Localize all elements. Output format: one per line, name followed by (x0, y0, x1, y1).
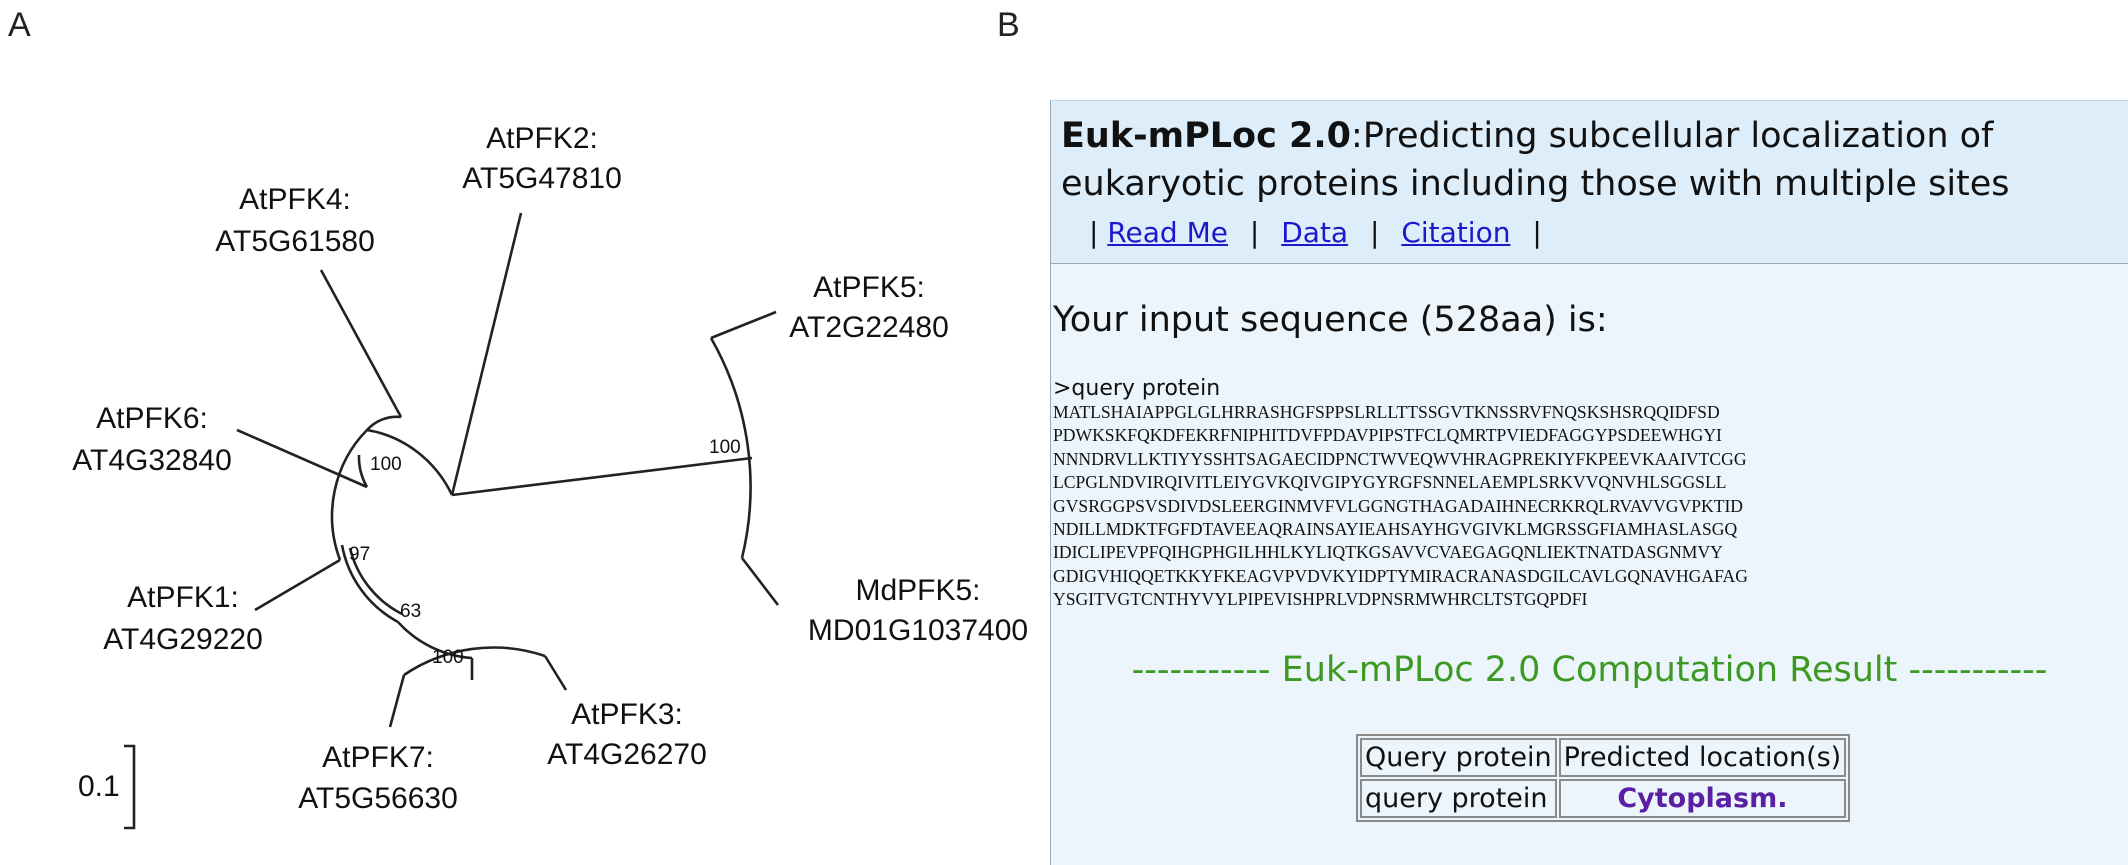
leaf-label-id: AT2G22480 (789, 311, 949, 344)
site-title-line-2: eukaryotic proteins including those with… (1061, 164, 2010, 204)
bootstrap-value: 100 (709, 437, 741, 458)
leaf-label-name: AtPFK3: (571, 698, 683, 731)
nav-separator: | (1532, 216, 1542, 249)
arc-left-main (366, 428, 454, 496)
euk-mploc-result-page: Euk-mPLoc 2.0:Predicting subcellular loc… (1050, 100, 2128, 865)
sequence-line: YSGITVGTCNTHYVYLPIPEVISHPRLVDPNSRMWHRCLT… (1053, 589, 1588, 610)
table-cell-location: Cytoplasm. (1558, 778, 1847, 818)
leaf-label-id: AT4G29220 (103, 623, 263, 656)
branch-atpfk2 (450, 212, 523, 496)
arc-pfk7-pfk3 (403, 646, 546, 677)
leaf-label-id: MD01G1037400 (808, 614, 1028, 647)
nav-separator: | (1249, 216, 1260, 249)
site-title: Euk-mPLoc 2.0:Predicting subcellular loc… (1061, 112, 2128, 160)
sequence-line: IDICLIPEVPFQIHGPHGILHHLKYLIQTKGSAVVCVAEG… (1053, 542, 1723, 563)
nav-bar: | Read Me | Data | Citation | (1061, 216, 2128, 249)
branch-atpfk6 (236, 428, 368, 489)
arc-atpfk4 (366, 415, 402, 431)
bootstrap-value: 100 (432, 647, 464, 668)
panel-label-a: A (8, 6, 31, 44)
result-table: Query protein Predicted location(s) quer… (1356, 733, 1851, 822)
leaf-label-id: AT4G26270 (547, 738, 707, 771)
table-header-row: Query protein Predicted location(s) (1360, 737, 1847, 777)
bootstrap-value: 97 (349, 544, 370, 565)
sequence-block: MATLSHAIAPPGLGLHRRASHGFSPPSLRLLTTSSGVTKN… (1053, 401, 2128, 612)
arc-atpfk6 (357, 454, 369, 488)
sequence-line: NNNDRVLLKTIYYSSHTSAGAECIDPNCTWVEQWVHRAGP… (1053, 448, 1747, 469)
branch-atpfk1 (254, 558, 341, 612)
leaf-label-name: AtPFK4: (239, 183, 351, 216)
leaf-label-id: AT5G61580 (215, 225, 375, 258)
leaf-label-id: AT4G32840 (72, 444, 232, 477)
read-me-link[interactable]: Read Me (1107, 216, 1228, 249)
sequence-line: MATLSHAIAPPGLGLHRRASHGFSPPSLRLLTTSSGVTKN… (1053, 402, 1720, 422)
scale-bar-label: 0.1 (78, 770, 120, 803)
data-link[interactable]: Data (1281, 216, 1349, 249)
leaf-label-id: AT5G56630 (298, 782, 458, 815)
sequence-line: GVSRGGPSVSDIVDSLEERGINMVFVLGGNGTHAGADAIH… (1053, 495, 1744, 516)
site-name: Euk-mPLoc 2.0 (1061, 116, 1352, 156)
phylogenetic-tree: 100 100 97 63 100 AtPFK2: AT5G47810 AtPF… (72, 122, 1028, 830)
scale-bar (124, 744, 136, 830)
branch-atpfk5 (710, 310, 777, 340)
site-title-rest: :Predicting subcellular localization of (1351, 116, 1994, 156)
leaf-label-name: AtPFK7: (322, 741, 434, 774)
nav-separator: | (1089, 216, 1099, 249)
sequence-line: NDILLMDKTFGFDTAVEEAQRAINSAYIEAHSAYHGVGIV… (1053, 519, 1738, 540)
leaf-label-name: AtPFK2: (486, 122, 598, 155)
bootstrap-value: 63 (400, 601, 421, 622)
site-header: Euk-mPLoc 2.0:Predicting subcellular loc… (1051, 101, 2128, 264)
nav-separator: | (1370, 216, 1380, 249)
table-row: query protein Cytoplasm. (1360, 778, 1847, 818)
citation-link[interactable]: Citation (1401, 216, 1511, 249)
query-name: >query protein (1053, 376, 1221, 401)
branch-atpfk4 (319, 269, 403, 418)
arc-left-lower (330, 429, 368, 561)
leaf-label-name: AtPFK1: (127, 581, 239, 614)
arc-97-node (340, 544, 399, 624)
branch-atpfk3 (543, 655, 568, 691)
leaf-label-name: MdPFK5: (855, 574, 980, 607)
result-title: ----------- Euk-mPLoc 2.0 Computation Re… (1131, 649, 2048, 690)
arc-97-inner (348, 547, 403, 616)
branch-atpfk7 (388, 674, 406, 728)
leaf-label-name: AtPFK6: (96, 402, 208, 435)
table-header-cell: Query protein (1360, 737, 1557, 777)
input-sequence-heading: Your input sequence (528aa) is: (1053, 300, 1608, 340)
sequence-line: GDIGVHIQQETKKYFKEAGVPVDVKYIDPTYMIRACRANA… (1053, 565, 1748, 586)
leaf-label-id: AT5G47810 (462, 162, 622, 195)
panel-label-b: B (997, 6, 1020, 44)
bootstrap-value: 100 (370, 454, 402, 475)
sequence-line: LCPGLNDVIRQIVITLEIYGVKQIVGIPYGYRGFSNNELA… (1053, 472, 1727, 493)
leaf-label-name: AtPFK5: (813, 271, 925, 304)
arc-md-clade (709, 337, 752, 559)
branch-mdpfk5 (740, 557, 780, 606)
arc-63-node (397, 621, 473, 660)
table-header-cell: Predicted location(s) (1558, 737, 1847, 777)
table-cell-query: query protein (1360, 778, 1557, 818)
branch-to-md-clade (451, 456, 753, 497)
sequence-line: PDWKSKFQKDFEKRFNIPHITDVFPDAVPIPSTFCLQMRT… (1053, 425, 1722, 446)
